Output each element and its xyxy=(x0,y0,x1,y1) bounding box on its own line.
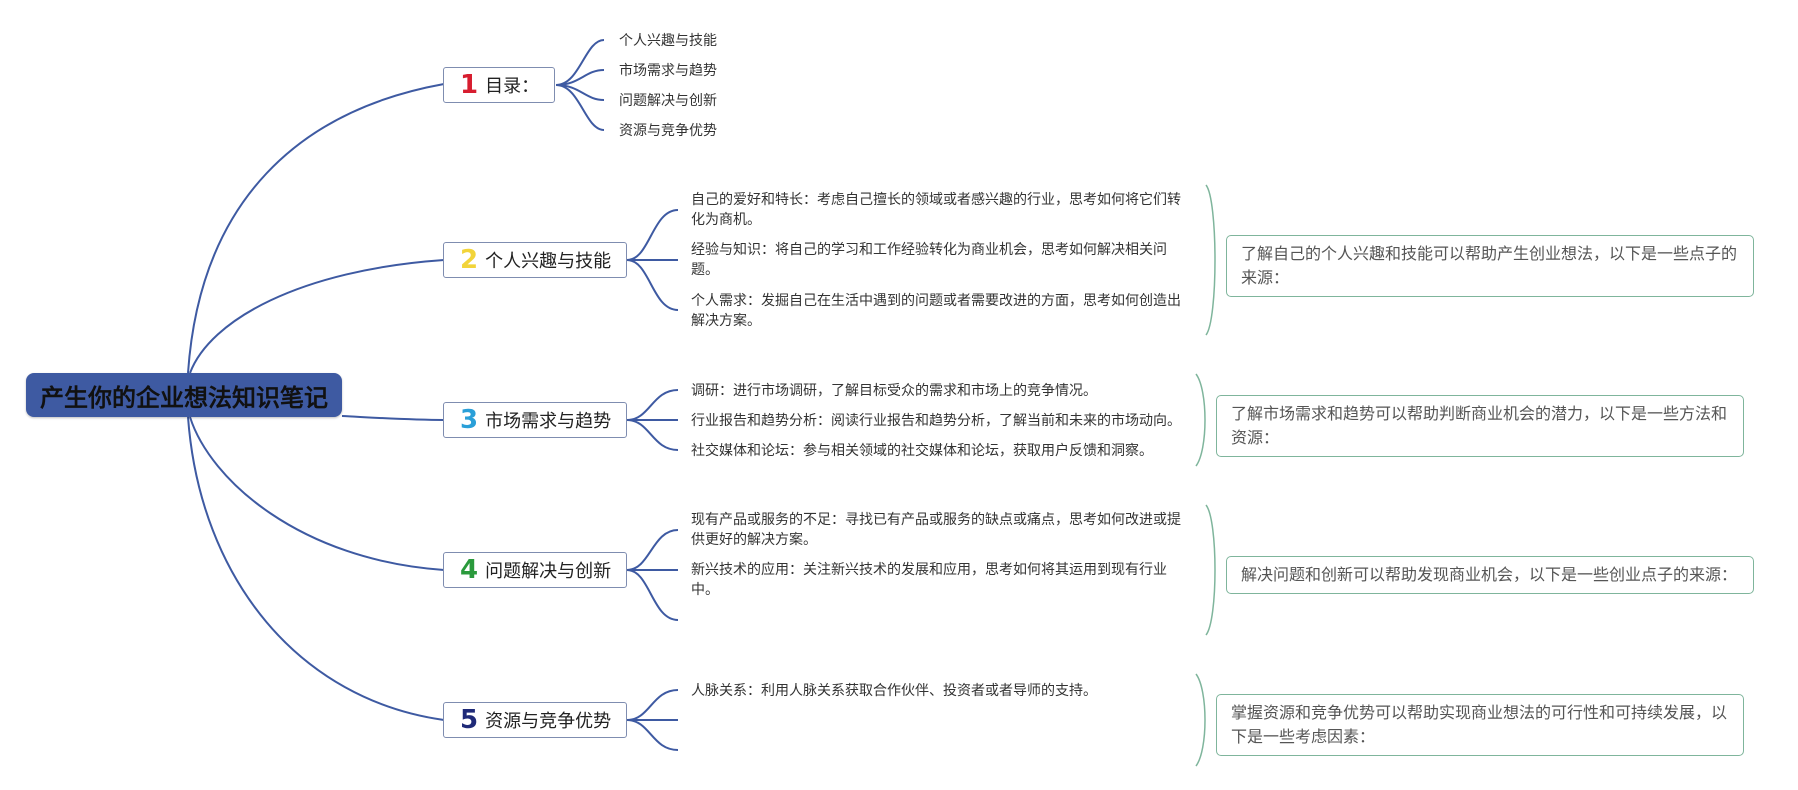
branch-number: 3 xyxy=(460,405,479,435)
branch-label: 目录： xyxy=(485,76,540,97)
list-item[interactable]: 资源与竞争优势 xyxy=(619,123,717,139)
branch-number: 5 xyxy=(460,705,479,735)
list-item[interactable]: 调研：进行市场调研，了解目标受众的需求和市场上的竞争情况。 xyxy=(691,383,1097,399)
connector-b1-leaf-4 xyxy=(555,84,605,131)
summary-note-text: 掌握资源和竞争优势可以帮助实现商业想法的可行性和可持续发展，以下是一些考虑因素： xyxy=(1231,703,1728,746)
summary-note-text: 了解自己的个人兴趣和技能可以帮助产生创业想法，以下是一些点子的来源： xyxy=(1241,244,1738,287)
connector-b5-leaf-3 xyxy=(626,719,679,751)
list-item[interactable]: 行业报告和趋势分析：阅读行业报告和趋势分析，了解当前和未来的市场动向。 xyxy=(691,413,1181,429)
root-topic[interactable]: 产生你的企业想法知识笔记 xyxy=(26,373,342,417)
branch-number: 4 xyxy=(460,555,479,585)
root-title: 产生你的企业想法知识笔记 xyxy=(40,383,328,412)
branch-4-problem-innovation[interactable]: 4 问题解决与创新 xyxy=(443,552,627,588)
connector-root-branch-4 xyxy=(189,416,445,571)
summary-note-4[interactable]: 解决问题和创新可以帮助发现商业机会，以下是一些创业点子的来源： xyxy=(1226,556,1754,594)
summary-bracket-5 xyxy=(1195,673,1206,767)
summary-bracket-3 xyxy=(1195,373,1206,467)
list-item[interactable]: 经验与知识：将自己的学习和工作经验转化为商业机会，思考如何解决相关问题。 xyxy=(691,242,1167,278)
connector-root-branch-5 xyxy=(187,416,445,721)
branch-1-toc[interactable]: 1 目录： xyxy=(443,67,555,103)
connector-b4-leaf-1 xyxy=(626,529,679,571)
list-item[interactable]: 社交媒体和论坛：参与相关领域的社交媒体和论坛，获取用户反馈和洞察。 xyxy=(691,443,1153,459)
branch-label: 资源与竞争优势 xyxy=(485,711,612,732)
branch-number: 1 xyxy=(460,70,479,100)
list-item[interactable]: 问题解决与创新 xyxy=(619,93,717,109)
connector-b2-leaf-3 xyxy=(626,259,679,311)
connector-b4-leaf-3 xyxy=(626,569,679,621)
connector-b3-leaf-3 xyxy=(626,419,679,451)
summary-note-3[interactable]: 了解市场需求和趋势可以帮助判断商业机会的潜力，以下是一些方法和资源： xyxy=(1216,395,1744,457)
list-item[interactable]: 个人兴趣与技能 xyxy=(619,33,717,49)
list-item[interactable]: 现有产品或服务的不足：寻找已有产品或服务的缺点或痛点，思考如何改进或提供更好的解… xyxy=(691,512,1181,548)
connector-b5-leaf-1 xyxy=(626,689,679,721)
connector-b3-leaf-1 xyxy=(626,389,679,421)
list-item[interactable]: 市场需求与趋势 xyxy=(619,63,717,79)
summary-note-text: 了解市场需求和趋势可以帮助判断商业机会的潜力，以下是一些方法和资源： xyxy=(1231,404,1728,447)
summary-note-5[interactable]: 掌握资源和竞争优势可以帮助实现商业想法的可行性和可持续发展，以下是一些考虑因素： xyxy=(1216,694,1744,756)
branch-label: 市场需求与趋势 xyxy=(485,411,612,432)
branch-label: 个人兴趣与技能 xyxy=(485,251,612,272)
list-item[interactable]: 人脉关系：利用人脉关系获取合作伙伴、投资者或者导师的支持。 xyxy=(691,683,1097,699)
branch-2-interests-skills[interactable]: 2 个人兴趣与技能 xyxy=(443,242,627,278)
branch-label: 问题解决与创新 xyxy=(485,561,612,582)
list-item[interactable]: 自己的爱好和特长：考虑自己擅长的领域或者感兴趣的行业，思考如何将它们转化为商机。 xyxy=(691,192,1181,228)
connector-root-branch-3 xyxy=(341,415,445,421)
branch-5-resources-advantage[interactable]: 5 资源与竞争优势 xyxy=(443,702,627,738)
summary-bracket-4 xyxy=(1205,504,1216,636)
branch-3-market-trends[interactable]: 3 市场需求与趋势 xyxy=(443,402,627,438)
summary-note-2[interactable]: 了解自己的个人兴趣和技能可以帮助产生创业想法，以下是一些点子的来源： xyxy=(1226,235,1754,297)
summary-note-text: 解决问题和创新可以帮助发现商业机会，以下是一些创业点子的来源： xyxy=(1241,565,1738,584)
summary-bracket-2 xyxy=(1205,184,1216,336)
connector-root-branch-2 xyxy=(189,259,445,374)
list-item[interactable]: 新兴技术的应用：关注新兴技术的发展和应用，思考如何将其运用到现有行业中。 xyxy=(691,562,1167,598)
branch-number: 2 xyxy=(460,245,479,275)
list-item[interactable]: 个人需求：发掘自己在生活中遇到的问题或者需要改进的方面，思考如何创造出解决方案。 xyxy=(691,293,1181,329)
connector-b2-leaf-1 xyxy=(626,209,679,261)
connector-root-branch-1 xyxy=(187,83,445,374)
